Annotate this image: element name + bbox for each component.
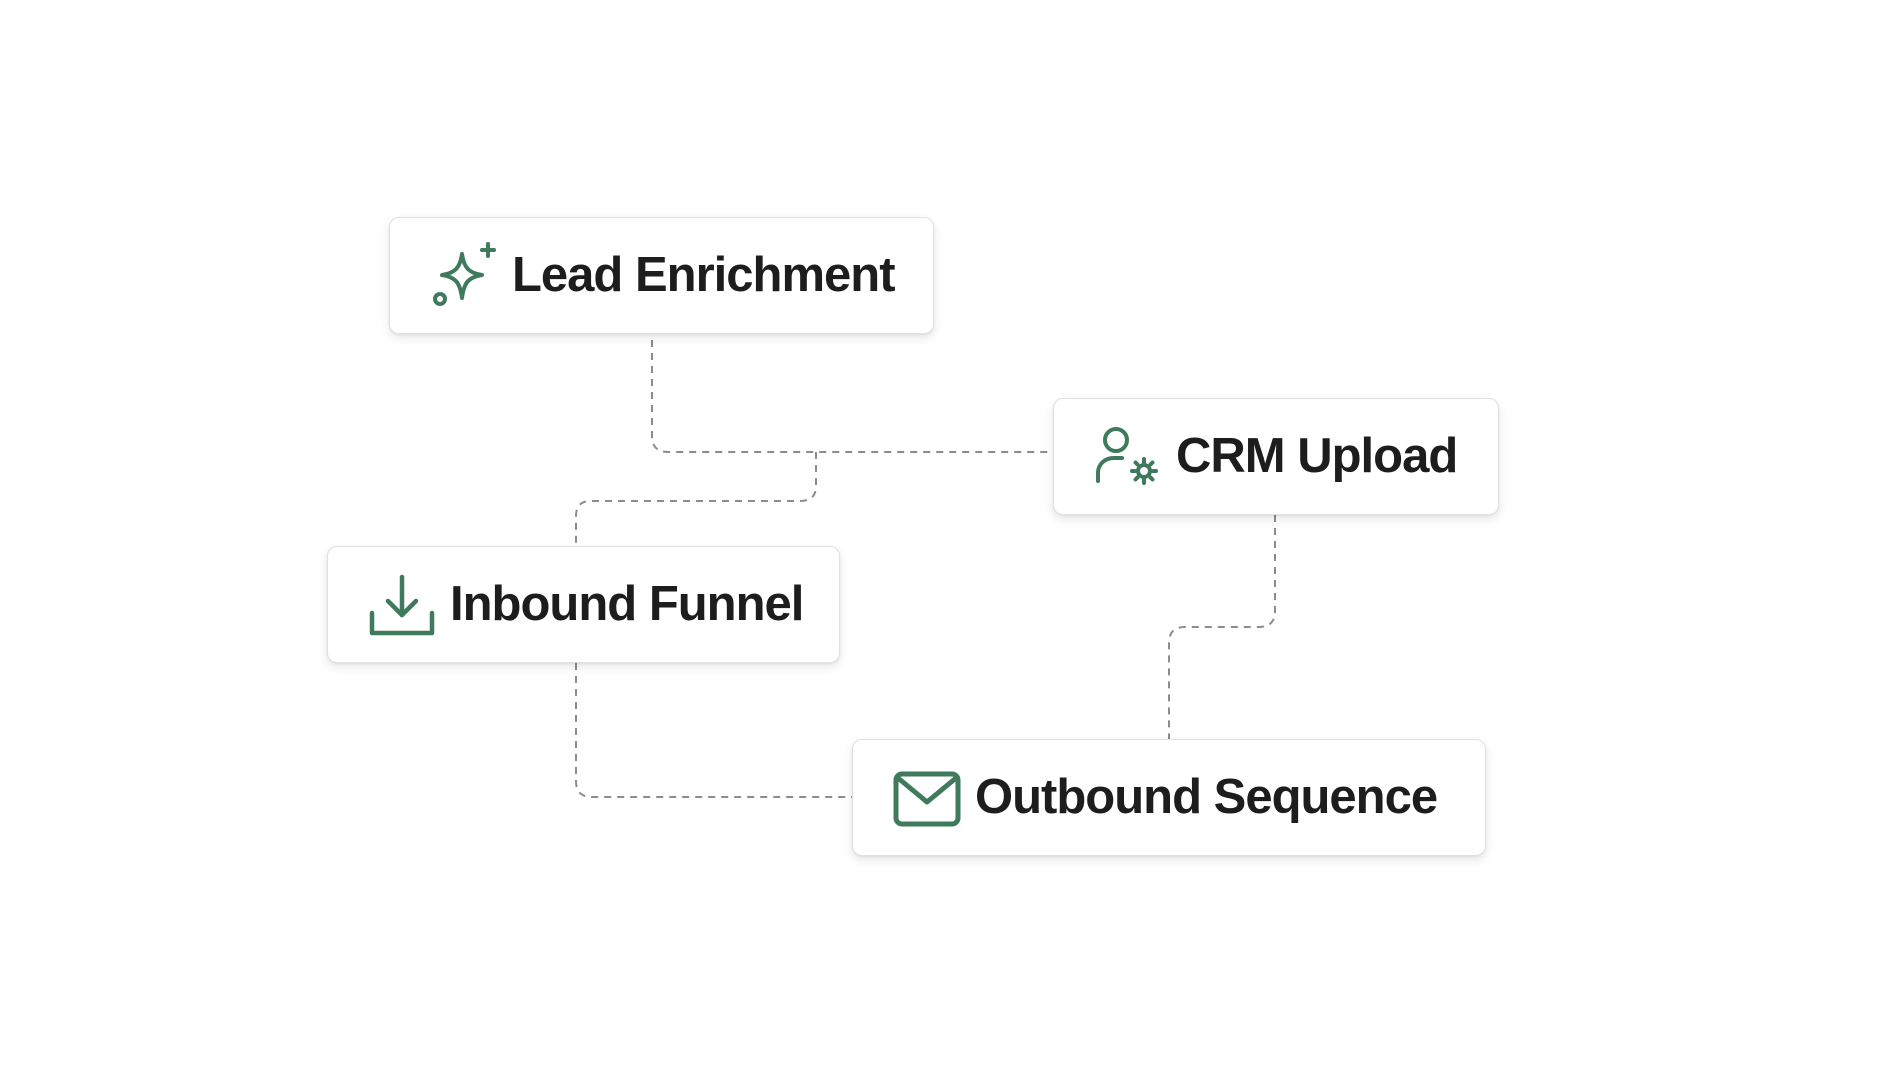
edge-lead-to-inbound <box>575 452 817 546</box>
edge-crm-to-outbound <box>1168 515 1276 739</box>
node-label: Outbound Sequence <box>975 770 1438 824</box>
node-label: CRM Upload <box>1176 429 1458 483</box>
node-outbound-sequence[interactable]: Outbound Sequence <box>852 739 1486 856</box>
download-tray-icon <box>366 569 438 641</box>
node-lead-enrichment[interactable]: Lead Enrichment <box>389 217 934 334</box>
node-crm-upload[interactable]: CRM Upload <box>1053 398 1499 515</box>
edge-inbound-to-outbound <box>575 663 852 798</box>
node-inbound-funnel[interactable]: Inbound Funnel <box>327 546 840 663</box>
node-label: Inbound Funnel <box>450 577 804 631</box>
edge-lead-to-crm <box>651 340 1053 453</box>
sparkles-icon <box>428 240 500 312</box>
node-label: Lead Enrichment <box>512 248 896 302</box>
user-gear-icon <box>1092 421 1164 493</box>
envelope-icon <box>891 762 963 834</box>
